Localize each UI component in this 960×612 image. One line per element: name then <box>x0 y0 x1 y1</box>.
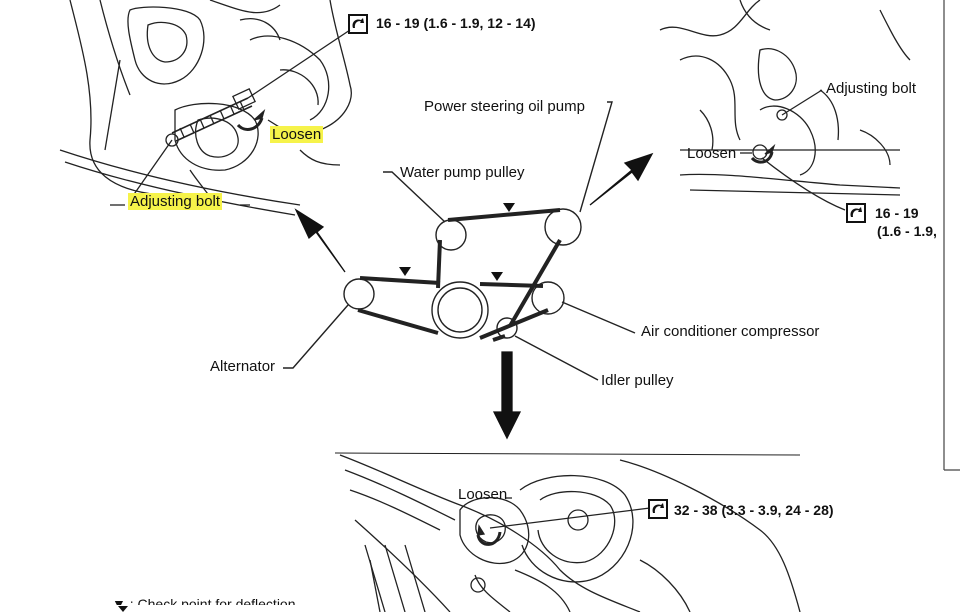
label-air-conditioner-compressor: Air conditioner compressor <box>641 323 820 340</box>
label-idler-pulley: Idler pulley <box>601 372 674 389</box>
label-alternator: Alternator <box>210 358 276 375</box>
torque-spec-top-right-line1: 16 - 19 <box>875 205 919 221</box>
label-adjusting-bolt-top-right: Adjusting bolt <box>826 80 917 97</box>
torque-spec-top-right-line2: (1.6 - 1.9, <box>877 223 937 239</box>
belt-routing <box>283 101 636 381</box>
bottom-engine-sketch <box>334 452 801 612</box>
label-loosen-bottom: Loosen <box>458 486 508 503</box>
adjusting-bolt-highlight: Adjusting bolt <box>128 193 223 210</box>
torque-spec-top-left: 16 - 19 (1.6 - 1.9, 12 - 14) <box>376 15 536 31</box>
torque-wrench-icon <box>648 499 668 519</box>
footer-deflection-note: ▼ : Check point for deflection <box>112 596 296 612</box>
torque-wrench-icon <box>846 203 866 223</box>
label-loosen-top-left: Loosen <box>270 126 324 144</box>
deflection-marks <box>118 203 515 612</box>
top-left-engine-sketch <box>59 0 352 216</box>
top-right-engine-sketch <box>659 0 911 211</box>
label-loosen-top-right: Loosen <box>687 145 737 162</box>
loosen-highlight: Loosen <box>270 126 324 143</box>
label-water-pump-pulley: Water pump pulley <box>400 164 525 181</box>
torque-spec-bottom: 32 - 38 (3.3 - 3.9, 24 - 28) <box>674 502 834 518</box>
pointer-arrows <box>294 152 654 440</box>
label-power-steering-oil-pump: Power steering oil pump <box>424 98 585 115</box>
label-adjusting-bolt-top-left: Adjusting bolt <box>128 193 223 211</box>
torque-wrench-icon <box>348 14 368 34</box>
